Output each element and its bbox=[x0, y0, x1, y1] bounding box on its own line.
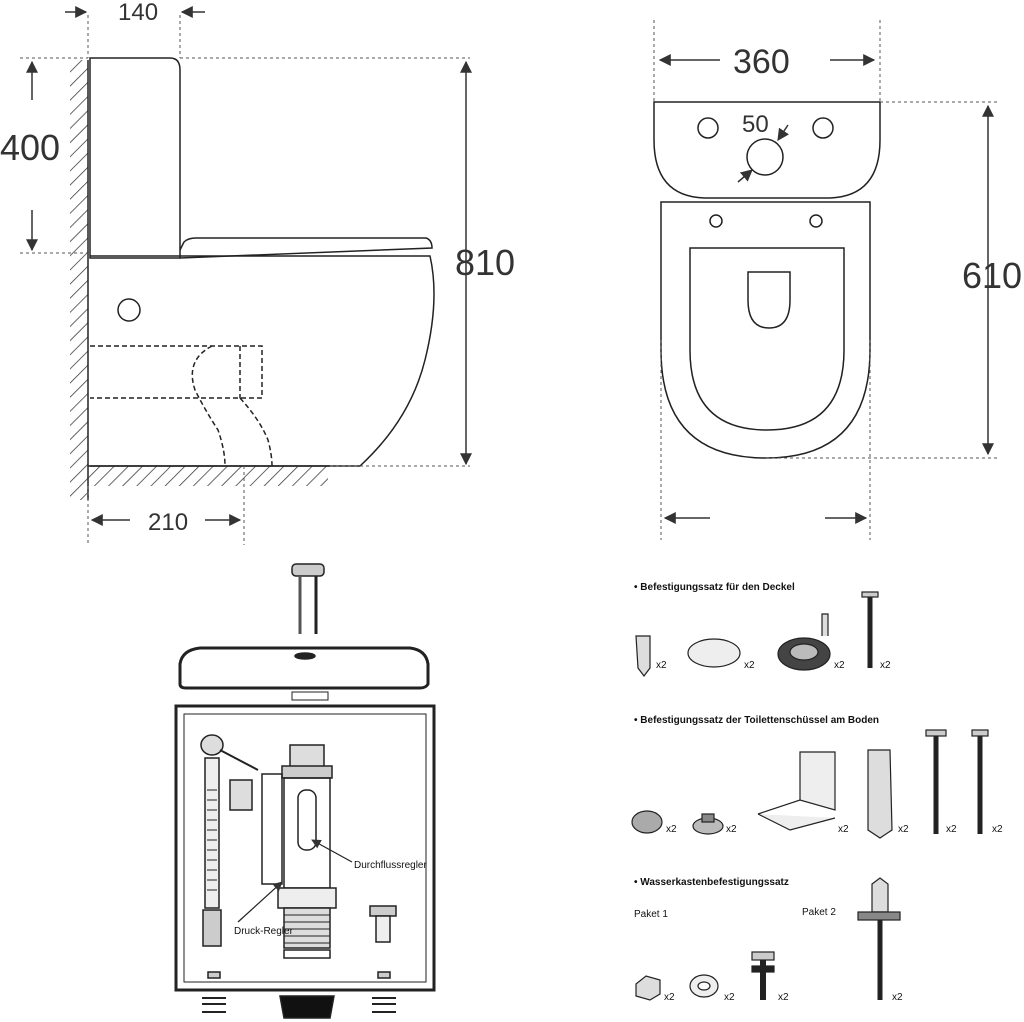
bowl-outline bbox=[90, 255, 435, 467]
wall-plug bbox=[867, 749, 893, 839]
floor-hatch bbox=[88, 466, 328, 486]
cover-cap bbox=[687, 638, 741, 668]
dim-210: 210 bbox=[148, 509, 188, 536]
wall-hatch bbox=[70, 60, 88, 500]
anchor-plug bbox=[635, 635, 651, 677]
tank-hole-left bbox=[697, 117, 719, 139]
inlet-hole bbox=[746, 138, 784, 176]
seat-hole-left bbox=[709, 214, 723, 228]
tank-qty-4: x2 bbox=[892, 992, 903, 1003]
pack-2-label: Paket 2 bbox=[802, 907, 836, 918]
tank-hole-right bbox=[812, 117, 834, 139]
dim-360: 360 bbox=[733, 43, 790, 81]
drain-opening bbox=[747, 271, 791, 329]
bowl-top bbox=[660, 201, 871, 459]
tank-body bbox=[174, 704, 436, 992]
outlet-seal bbox=[279, 995, 335, 1019]
tank-bolt bbox=[751, 951, 775, 961]
floor-cap bbox=[631, 810, 663, 834]
lid-qty-4: x2 bbox=[880, 660, 891, 671]
seat-hole-right bbox=[809, 214, 823, 228]
dim-400: 400 bbox=[0, 127, 60, 168]
tank-outline bbox=[89, 57, 181, 259]
tank-qty-1: x2 bbox=[664, 992, 675, 1003]
lid-qty-1: x2 bbox=[656, 660, 667, 671]
hex-nut bbox=[635, 975, 661, 1001]
bowl-inner bbox=[689, 247, 845, 431]
lid-qty-3: x2 bbox=[834, 660, 845, 671]
tank-kit bbox=[635, 877, 901, 1001]
floor-kit bbox=[631, 729, 989, 839]
floor-kit-title: • Befestigungssatz der Toilettenschüssel… bbox=[634, 715, 879, 726]
label-durchflussregler: Durchflussregler bbox=[354, 860, 427, 871]
lid-qty-2: x2 bbox=[744, 660, 755, 671]
tank-long-bolt bbox=[871, 877, 889, 913]
floor-qty-3: x2 bbox=[838, 824, 849, 835]
floor-qty-1: x2 bbox=[666, 824, 677, 835]
pack-1-label: Paket 1 bbox=[634, 909, 668, 920]
dim-50: 50 bbox=[742, 111, 769, 138]
dim-810: 810 bbox=[455, 242, 515, 283]
tank-kit-title: • Wasserkastenbefestigungssatz bbox=[634, 877, 789, 888]
dim-140: 140 bbox=[118, 0, 158, 26]
floor-qty-2: x2 bbox=[726, 824, 737, 835]
push-button bbox=[291, 563, 325, 577]
top-view bbox=[653, 20, 1000, 540]
trap-dashed bbox=[90, 345, 273, 467]
seat-lid bbox=[179, 237, 433, 259]
cistern-exploded bbox=[174, 563, 436, 1019]
tank-qty-3: x2 bbox=[778, 992, 789, 1003]
floor-qty-4: x2 bbox=[898, 824, 909, 835]
label-druck-regler: Druck-Regler bbox=[234, 926, 294, 937]
floor-qty-6: x2 bbox=[992, 824, 1003, 835]
tank-top bbox=[653, 101, 881, 199]
dim-610: 610 bbox=[962, 255, 1022, 296]
flush-valve bbox=[261, 744, 337, 959]
lid-kit-title: • Befestigungssatz für den Deckel bbox=[634, 582, 795, 593]
fill-valve bbox=[200, 734, 259, 947]
tank-lid bbox=[178, 646, 430, 690]
side-view bbox=[20, 5, 472, 545]
lid-kit bbox=[635, 591, 879, 677]
fixing-hole bbox=[117, 298, 141, 322]
floor-qty-5: x2 bbox=[946, 824, 957, 835]
tank-qty-2: x2 bbox=[724, 992, 735, 1003]
floor-bracket bbox=[757, 751, 836, 831]
